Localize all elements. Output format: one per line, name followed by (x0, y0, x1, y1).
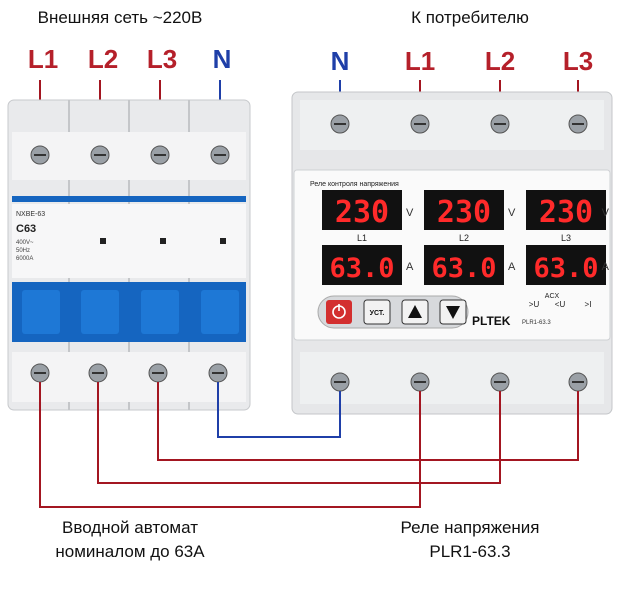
phase-label-l3: L3 (561, 233, 571, 243)
relay-top-terminals (330, 114, 588, 134)
voltage-reading-l1: 230 (335, 195, 389, 230)
input-network-caption: Внешняя сеть ~220В (37, 8, 203, 27)
output-label-l1: L1 (405, 46, 435, 76)
indicator-under-voltage: <U (555, 300, 566, 309)
current-reading-l2: 63.0 (431, 253, 496, 284)
relay-brand: PLTEK (472, 314, 511, 328)
current-unit-l2: A (508, 261, 516, 273)
up-button[interactable] (401, 299, 429, 325)
relay-title: Реле контроля напряжения (310, 181, 399, 188)
breaker-top-terminals (30, 145, 230, 165)
current-reading-l1: 63.0 (329, 253, 394, 284)
wire-l3-link (157, 382, 579, 461)
voltage-unit-l1: V (406, 207, 414, 219)
display-voltage-l2 (424, 190, 504, 230)
indicator-acx: ACX (545, 293, 560, 300)
output-label-n: N (331, 46, 350, 76)
relay-model: PLR1-63.3 (522, 320, 551, 326)
breaker-caption-line-2: номиналом до 63А (55, 542, 205, 561)
consumer-caption: К потребителю (411, 8, 529, 27)
relay-caption-line-2: PLR1-63.3 (429, 542, 511, 561)
input-label-l3: L3 (147, 44, 177, 74)
breaker-bottom-terminals (30, 363, 228, 383)
output-label-l2: L2 (485, 46, 515, 76)
button-panel (317, 295, 469, 329)
set-button-label: УСТ. (370, 310, 385, 317)
indicator-over-voltage: >U (529, 300, 540, 309)
breaker-rating: C63 (16, 223, 36, 235)
breaker-model: NXBE-63 (16, 211, 45, 218)
indicator-over-current: >I (585, 300, 592, 309)
output-label-l3: L3 (563, 46, 593, 76)
current-reading-l3: 63.0 (533, 253, 598, 284)
set-button[interactable]: УСТ. (363, 299, 391, 325)
breaker-caption: Вводной автомат номиналом до 63А (20, 516, 240, 564)
display-voltage-l1 (322, 190, 402, 230)
display-current-l2 (424, 245, 504, 285)
display-current-l1 (322, 245, 402, 285)
input-label-l2: L2 (88, 44, 118, 74)
down-button[interactable] (439, 299, 467, 325)
voltage-reading-l2: 230 (437, 195, 491, 230)
voltage-unit-l3: V (602, 207, 610, 219)
breaker-spec-voltage: 400V~ (16, 240, 34, 246)
arrow-up-icon (408, 305, 422, 318)
voltage-unit-l2: V (508, 207, 516, 219)
relay-caption: Реле напряжения PLR1-63.3 (350, 516, 590, 564)
wire-l2-link (97, 382, 501, 484)
current-unit-l3: A (602, 261, 610, 273)
breaker-spec-frequency: 50Hz (16, 248, 30, 254)
phase-label-l1: L1 (357, 233, 367, 243)
input-label-l1: L1 (28, 44, 58, 74)
current-unit-l1: A (406, 261, 414, 273)
circuit-breaker (7, 99, 251, 411)
phase-label-l2: L2 (459, 233, 469, 243)
voltage-reading-l3: 230 (539, 195, 593, 230)
relay-bottom-terminals (330, 372, 588, 392)
arrow-down-icon (446, 306, 460, 319)
relay-caption-line-1: Реле напряжения (400, 518, 540, 537)
breaker-spec-capacity: 6000A (16, 256, 33, 262)
wire-l1-link (39, 382, 421, 508)
display-voltage-l3 (526, 190, 606, 230)
display-current-l3 (526, 245, 606, 285)
breaker-caption-line-1: Вводной автомат (62, 518, 198, 537)
power-button[interactable] (326, 300, 352, 324)
input-label-n: N (213, 44, 232, 74)
wire-neutral-link (217, 382, 341, 438)
